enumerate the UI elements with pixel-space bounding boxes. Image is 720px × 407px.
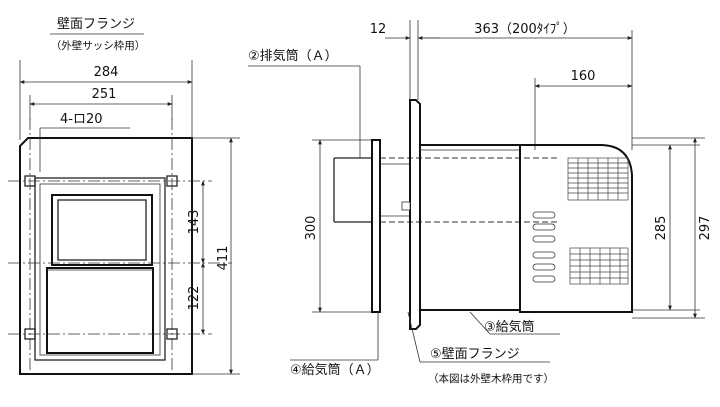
upper-opening	[51, 194, 153, 266]
dim-hood-length: 160	[571, 69, 596, 84]
dim-height-hood: 285	[654, 216, 669, 241]
dim-flange-thickness: 12	[370, 22, 387, 37]
front-view: 壁面フランジ （外壁サッシ枠用） 284	[8, 17, 240, 375]
label-flange: ⑤壁面フランジ	[430, 347, 520, 362]
front-view-title: 壁面フランジ	[57, 17, 135, 32]
label-flange-note: （本図は外壁木枠用です）	[428, 372, 554, 385]
supply-tube	[419, 144, 521, 311]
dim-height-left: 300	[304, 216, 319, 241]
label-supply-3: ③給気筒	[484, 319, 535, 335]
dim-total-length: 363（200ﾀｲﾌﾟ）	[474, 22, 576, 37]
dim-height: 411	[216, 246, 231, 271]
hood	[519, 144, 633, 313]
dim-holes: 4-ロ20	[60, 112, 103, 127]
inner-frame	[34, 177, 166, 361]
rear-plate	[371, 139, 381, 313]
dim-width-outer: 284	[94, 65, 119, 80]
dim-upper-pitch: 143	[187, 210, 202, 235]
dim-lower-pitch: 122	[187, 286, 202, 311]
wall-flange	[409, 99, 421, 330]
label-supply-4: ④給気筒（Ａ）	[290, 362, 380, 378]
flange-outline	[19, 137, 193, 375]
side-view: 12 363（200ﾀｲﾌﾟ） 160 300 ②排気筒（Ａ）	[248, 20, 713, 385]
exhaust-pipe	[333, 157, 560, 223]
dim-height-outer: 297	[698, 216, 713, 241]
front-view-subtitle: （外壁サッシ枠用）	[51, 39, 146, 52]
dim-width-inner: 251	[92, 87, 117, 102]
lower-opening	[46, 267, 154, 354]
label-exhaust: ②排気筒（Ａ）	[248, 48, 338, 64]
